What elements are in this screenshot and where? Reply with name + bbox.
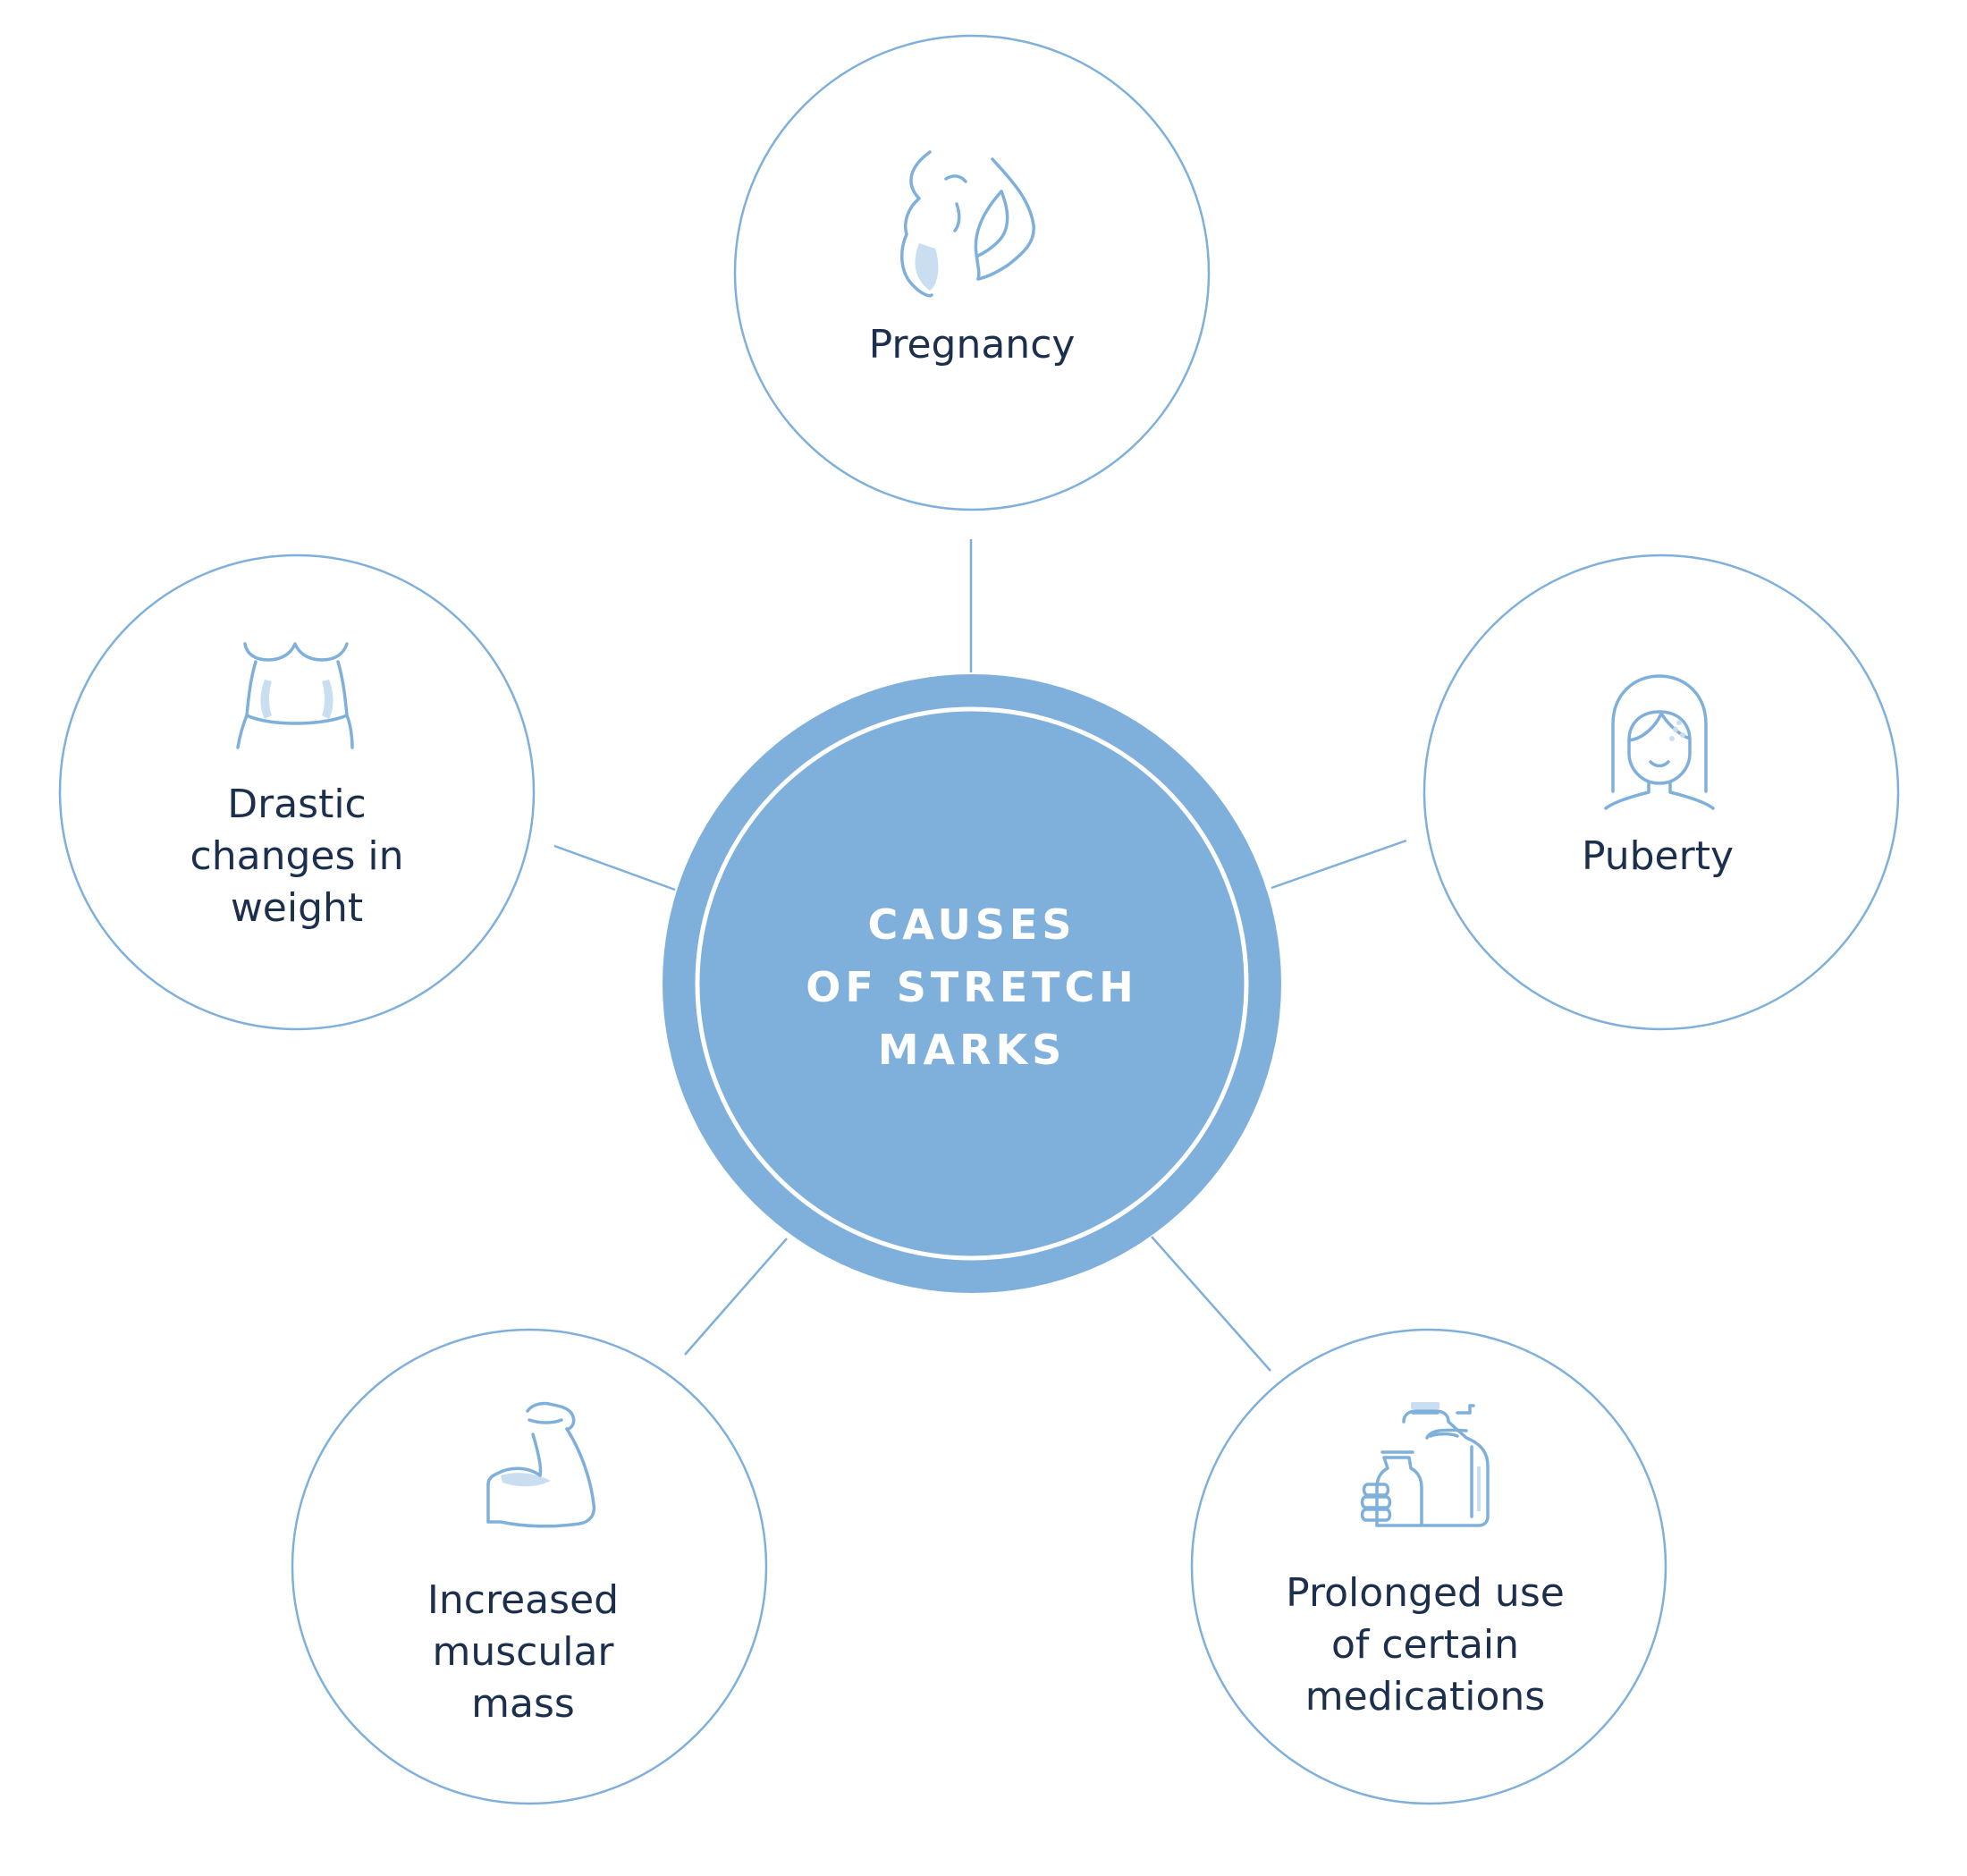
- flexed-arm-icon: [486, 1401, 596, 1528]
- connector-weight: [553, 844, 676, 892]
- connector-medications: [1151, 1236, 1271, 1372]
- node-circle-muscle: [291, 1328, 768, 1805]
- node-circle-medications: [1190, 1328, 1667, 1805]
- label-medications: Prolonged use of certain medications: [1286, 1570, 1565, 1720]
- node-circle-pregnancy: [733, 34, 1211, 511]
- label-puberty: Puberty: [1581, 833, 1735, 879]
- girl-face-icon: [1604, 674, 1715, 810]
- connector-puberty: [1271, 839, 1407, 890]
- pregnancy-icon: [900, 150, 1035, 298]
- node-circle-weight: [58, 554, 536, 1031]
- center-title: CAUSES OF STRETCH MARKS: [806, 900, 1138, 1074]
- waist-icon: [236, 642, 354, 749]
- label-pregnancy: Pregnancy: [868, 322, 1076, 368]
- center-ring: [695, 706, 1249, 1261]
- medicine-bottles-icon: [1360, 1402, 1490, 1527]
- label-muscle: Increased muscular mass: [426, 1577, 620, 1727]
- center-circle: [663, 674, 1281, 1293]
- label-weight: Drastic changes in weight: [190, 782, 404, 931]
- node-circle-puberty: [1422, 554, 1900, 1031]
- connector-muscle: [684, 1238, 788, 1356]
